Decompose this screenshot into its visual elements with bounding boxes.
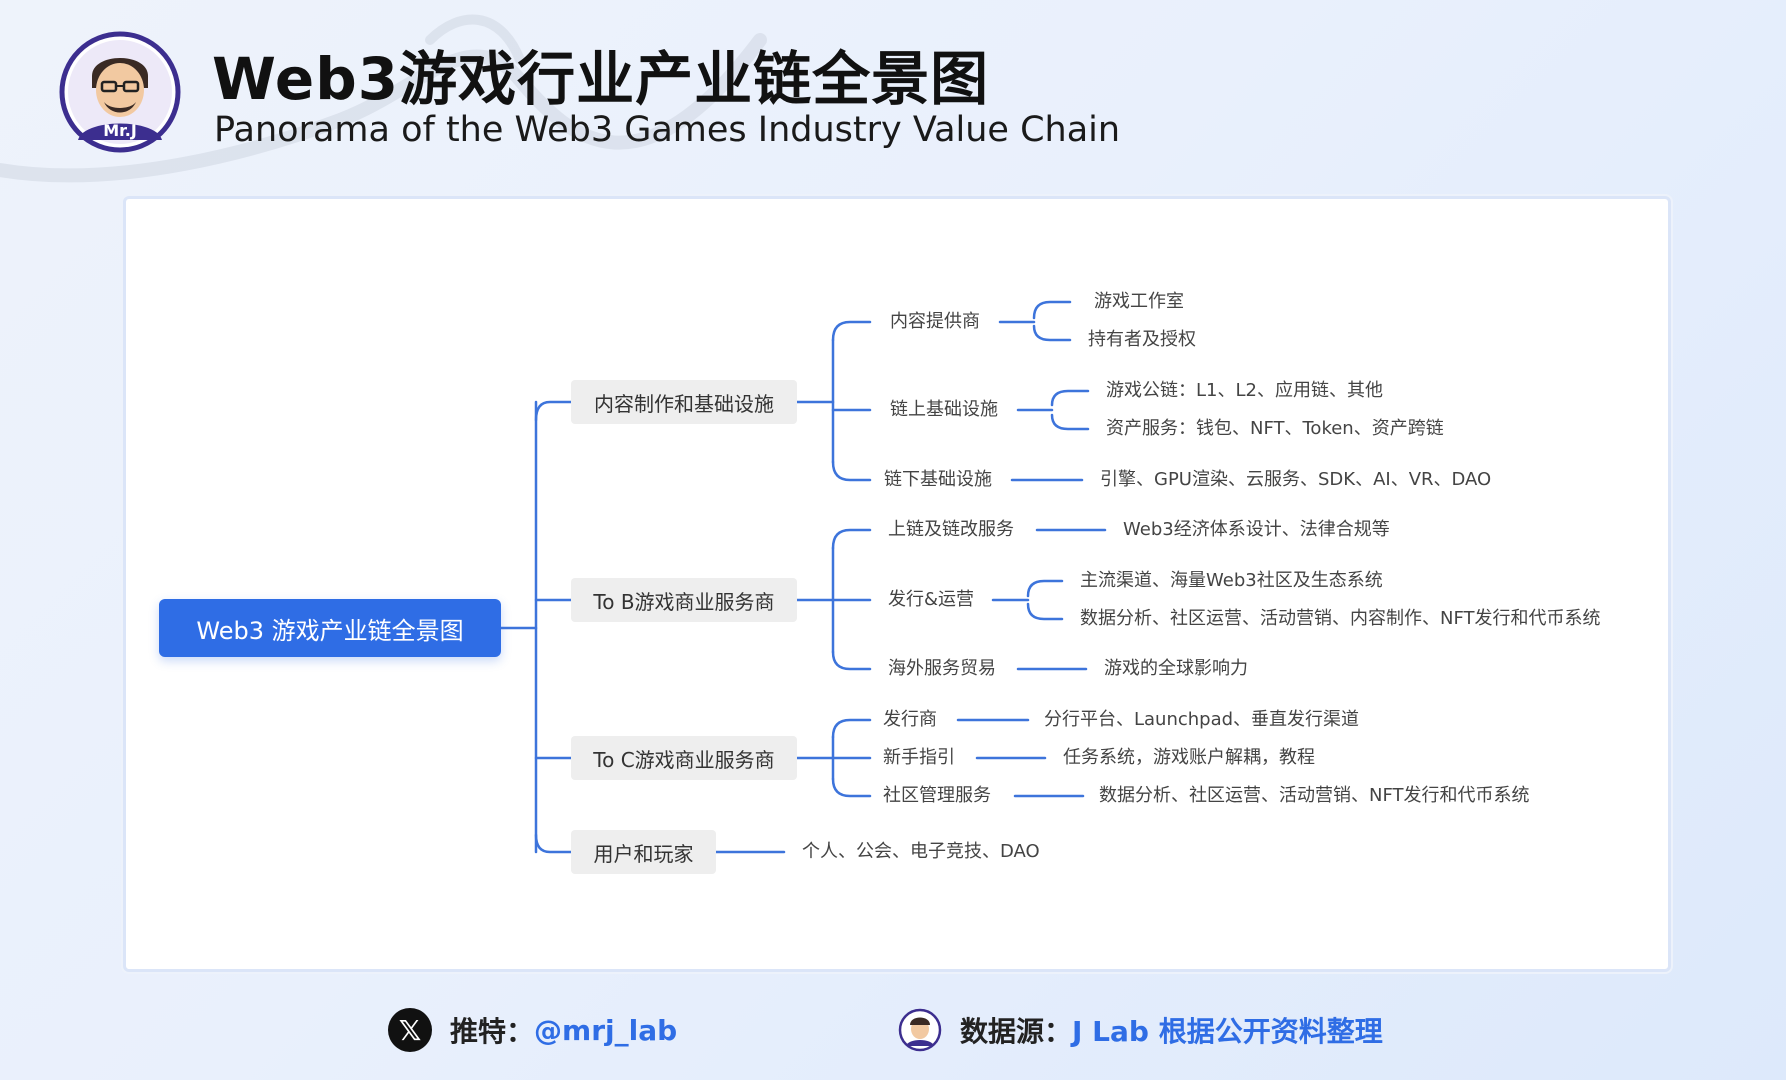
brand-logo-icon: Mr.J bbox=[58, 30, 182, 154]
node-publishing-operations[interactable]: 发行&运营 bbox=[888, 589, 975, 610]
leaf-analytics-marketing-tokens: 数据分析、社区运营、活动营销、内容制作、NFT发行和代币系统 bbox=[1080, 608, 1601, 629]
node-publisher[interactable]: 发行商 bbox=[883, 709, 937, 730]
leaf-launch-platforms: 分行平台、Launchpad、垂直发行渠道 bbox=[1044, 709, 1360, 730]
branch-to-b-services[interactable]: To B游戏商业服务商 bbox=[571, 578, 797, 622]
leaf-holders-licensing: 持有者及授权 bbox=[1088, 329, 1196, 350]
node-content-provider[interactable]: 内容提供商 bbox=[890, 311, 980, 332]
page-title: Web3游戏行业产业链全景图 bbox=[212, 45, 990, 113]
svg-text:Mr.J: Mr.J bbox=[103, 121, 137, 140]
node-onchain-infrastructure[interactable]: 链上基础设施 bbox=[890, 399, 998, 420]
twitter-label: 推特： bbox=[450, 1015, 535, 1048]
node-overseas-trade[interactable]: 海外服务贸易 bbox=[888, 658, 996, 679]
footer-source: 数据源： J Lab 根据公开资料整理 bbox=[898, 1008, 1383, 1052]
leaf-quests-tutorials: 任务系统，游戏账户解耦，教程 bbox=[1063, 747, 1315, 768]
leaf-global-influence: 游戏的全球影响力 bbox=[1104, 658, 1248, 679]
mindmap-root-node[interactable]: Web3 游戏产业链全景图 bbox=[159, 599, 501, 657]
node-onboarding[interactable]: 新手指引 bbox=[883, 747, 955, 768]
leaf-offchain-tools: 引擎、GPU渲染、云服务、SDK、AI、VR、DAO bbox=[1100, 469, 1492, 490]
leaf-community-analytics: 数据分析、社区运营、活动营销、NFT发行和代币系统 bbox=[1099, 785, 1530, 806]
leaf-economy-design-compliance: Web3经济体系设计、法律合规等 bbox=[1123, 519, 1390, 540]
source-label: 数据源： bbox=[960, 1015, 1073, 1048]
branch-content-infrastructure[interactable]: 内容制作和基础设施 bbox=[571, 380, 797, 424]
footer-twitter: 𝕏 推特： @mrj_lab bbox=[388, 1008, 677, 1052]
page-subtitle: Panorama of the Web3 Games Industry Valu… bbox=[214, 110, 1121, 150]
node-offchain-infrastructure[interactable]: 链下基础设施 bbox=[884, 469, 992, 490]
leaf-game-studio: 游戏工作室 bbox=[1094, 291, 1184, 312]
leaf-asset-services: 资产服务：钱包、NFT、Token、资产跨链 bbox=[1106, 418, 1444, 439]
branch-to-c-services[interactable]: To C游戏商业服务商 bbox=[571, 736, 797, 780]
x-logo-icon: 𝕏 bbox=[388, 1008, 432, 1052]
brand-small-logo-icon bbox=[898, 1008, 942, 1052]
background-decoration bbox=[0, 14, 767, 183]
leaf-users-types: 个人、公会、电子竞技、DAO bbox=[802, 841, 1040, 862]
leaf-game-chains: 游戏公链：L1、L2、应用链、其他 bbox=[1106, 380, 1383, 401]
mindmap-panel bbox=[123, 196, 1671, 972]
node-community-management[interactable]: 社区管理服务 bbox=[883, 785, 991, 806]
twitter-handle-link[interactable]: @mrj_lab bbox=[534, 1013, 678, 1047]
node-onchain-migration-services[interactable]: 上链及链改服务 bbox=[888, 519, 1014, 540]
leaf-channels-communities: 主流渠道、海量Web3社区及生态系统 bbox=[1080, 570, 1383, 591]
branch-users-players[interactable]: 用户和玩家 bbox=[571, 830, 716, 874]
source-value: J Lab 根据公开资料整理 bbox=[1072, 1015, 1383, 1048]
